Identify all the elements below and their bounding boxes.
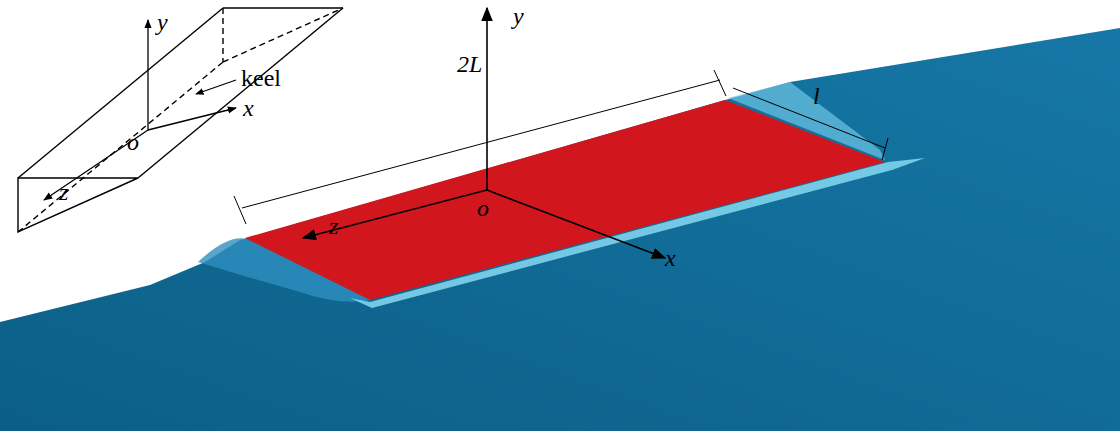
axis-label: y xyxy=(156,10,169,34)
axis-label: z xyxy=(328,214,339,238)
dimension-tick xyxy=(714,70,726,96)
part-label: keel xyxy=(240,66,282,90)
dimension-tick xyxy=(234,196,246,224)
origin-label: o xyxy=(476,196,490,220)
axis-label: z xyxy=(58,180,69,204)
axis-label: y xyxy=(512,4,525,28)
x-axis xyxy=(148,108,236,130)
spray-edge xyxy=(350,158,925,308)
leader-line xyxy=(196,80,236,94)
flat-plate xyxy=(245,100,885,300)
origin-label: o xyxy=(126,130,140,154)
y-axis xyxy=(486,8,488,190)
axis-label: x xyxy=(664,246,677,270)
dimension-tick xyxy=(882,138,888,160)
x-axis xyxy=(487,190,665,258)
dimension-line xyxy=(733,88,885,148)
axis-label: x xyxy=(242,96,255,120)
y-axis xyxy=(147,20,148,130)
spray-edge xyxy=(728,82,885,160)
dimension-label: l xyxy=(812,84,821,108)
water-surface xyxy=(0,28,1120,431)
inset-wedge xyxy=(18,8,343,232)
z-axis xyxy=(303,190,487,238)
dimension-line xyxy=(242,80,720,208)
dimension-label: 2L xyxy=(456,52,483,76)
